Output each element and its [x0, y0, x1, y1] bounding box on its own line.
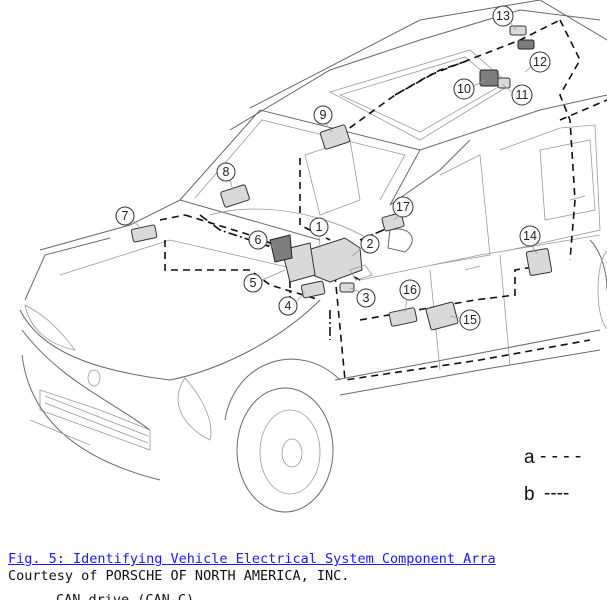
- callout-label: 15: [463, 313, 477, 327]
- callout-13: 13: [492, 5, 514, 27]
- callout-7: 7: [115, 206, 135, 226]
- callout-3: 3: [356, 288, 376, 308]
- legend-key-b: b: [524, 484, 535, 505]
- callout-label: 11: [516, 88, 529, 102]
- callout-16: 16: [399, 279, 421, 301]
- section-heading-partial: CAN drive (CAN-C): [56, 592, 195, 600]
- callout-label: 5: [250, 276, 257, 290]
- callout-6: 6: [248, 230, 268, 250]
- legend-line-b: ----: [544, 483, 569, 504]
- legend-line-a: - - - -: [540, 446, 581, 467]
- callout-label: 4: [285, 299, 292, 313]
- callout-12: 12: [529, 51, 551, 73]
- vehicle-illustration: 1 2 3 4 5 6 7 8 9 10 11 12 13 14 15 16 1…: [19, 0, 607, 513]
- legend-key-a: a: [524, 447, 535, 468]
- vehicle-diagram: 1 2 3 4 5 6 7 8 9 10 11 12 13 14 15 16 1…: [19, 0, 607, 513]
- callout-15: 15: [459, 309, 481, 331]
- callout-label: 9: [320, 108, 327, 122]
- callout-label: 2: [367, 237, 374, 251]
- figure-link[interactable]: Fig. 5: Identifying Vehicle Electrical S…: [8, 551, 496, 567]
- callout-1: 1: [309, 217, 329, 237]
- callout-label: 8: [223, 165, 230, 179]
- callout-label: 1: [316, 220, 323, 234]
- callout-14: 14: [519, 225, 541, 247]
- callout-label: 6: [255, 233, 262, 247]
- callout-label: 7: [122, 209, 129, 223]
- callout-label: 17: [396, 200, 410, 214]
- callout-label: 13: [496, 9, 510, 23]
- callout-label: 10: [457, 82, 471, 96]
- callout-9: 9: [313, 105, 333, 125]
- leader-lines: [132, 21, 538, 319]
- control-modules: [130, 25, 553, 331]
- callout-2: 2: [360, 234, 380, 254]
- callout-5: 5: [243, 273, 263, 293]
- callout-10: 10: [453, 78, 475, 100]
- callout-label: 14: [523, 229, 537, 243]
- callout-label: 3: [363, 291, 370, 305]
- callout-17: 17: [392, 196, 414, 218]
- callout-label: 16: [403, 283, 417, 297]
- figure-credit: Courtesy of PORSCHE OF NORTH AMERICA, IN…: [8, 568, 350, 584]
- figure-caption: Fig. 5: Identifying Vehicle Electrical S…: [8, 551, 607, 585]
- callout-8: 8: [216, 162, 236, 182]
- callout-label: 12: [533, 55, 547, 69]
- callout-11: 11: [511, 84, 533, 106]
- line-legend: a - - - - b ----: [524, 446, 581, 505]
- callout-4: 4: [278, 296, 298, 316]
